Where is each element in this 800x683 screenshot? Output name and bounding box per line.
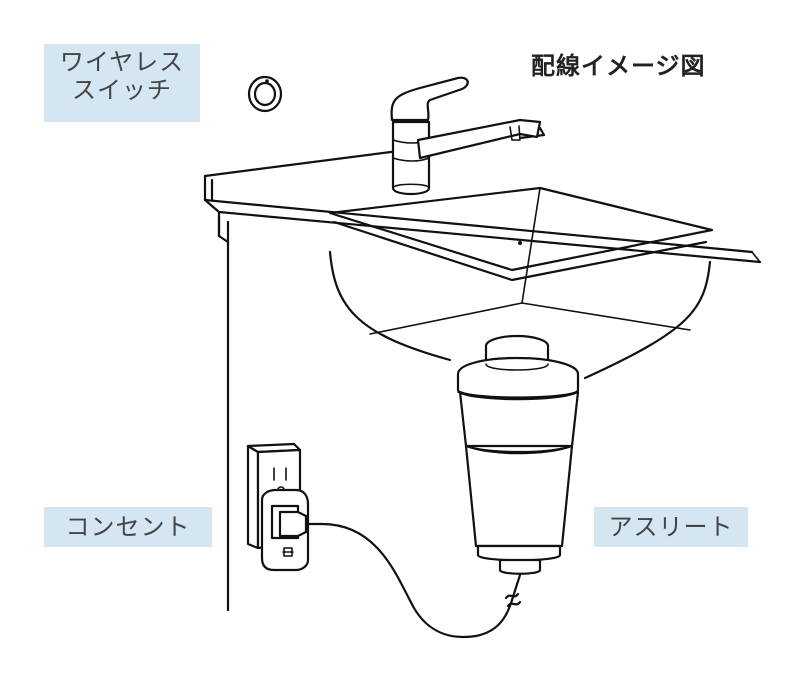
wireless-switch-label: ワイヤレス スイッチ — [44, 44, 200, 122]
cabinet-wall — [217, 214, 230, 612]
wireless-switch-icon — [247, 75, 283, 113]
wireless-switch-label-line1: ワイヤレス — [59, 48, 185, 76]
faucet — [390, 76, 542, 196]
outlet-label: コンセント — [44, 507, 212, 547]
diagram-title: 配線イメージ図 — [531, 52, 706, 80]
wireless-switch-label-line2: スイッチ — [72, 76, 172, 104]
sink — [328, 186, 714, 380]
power-cord — [320, 522, 522, 638]
power-plug — [260, 488, 324, 572]
disposer-label: アスリート — [594, 507, 748, 547]
garbage-disposer — [456, 334, 580, 575]
countertop — [203, 126, 762, 264]
